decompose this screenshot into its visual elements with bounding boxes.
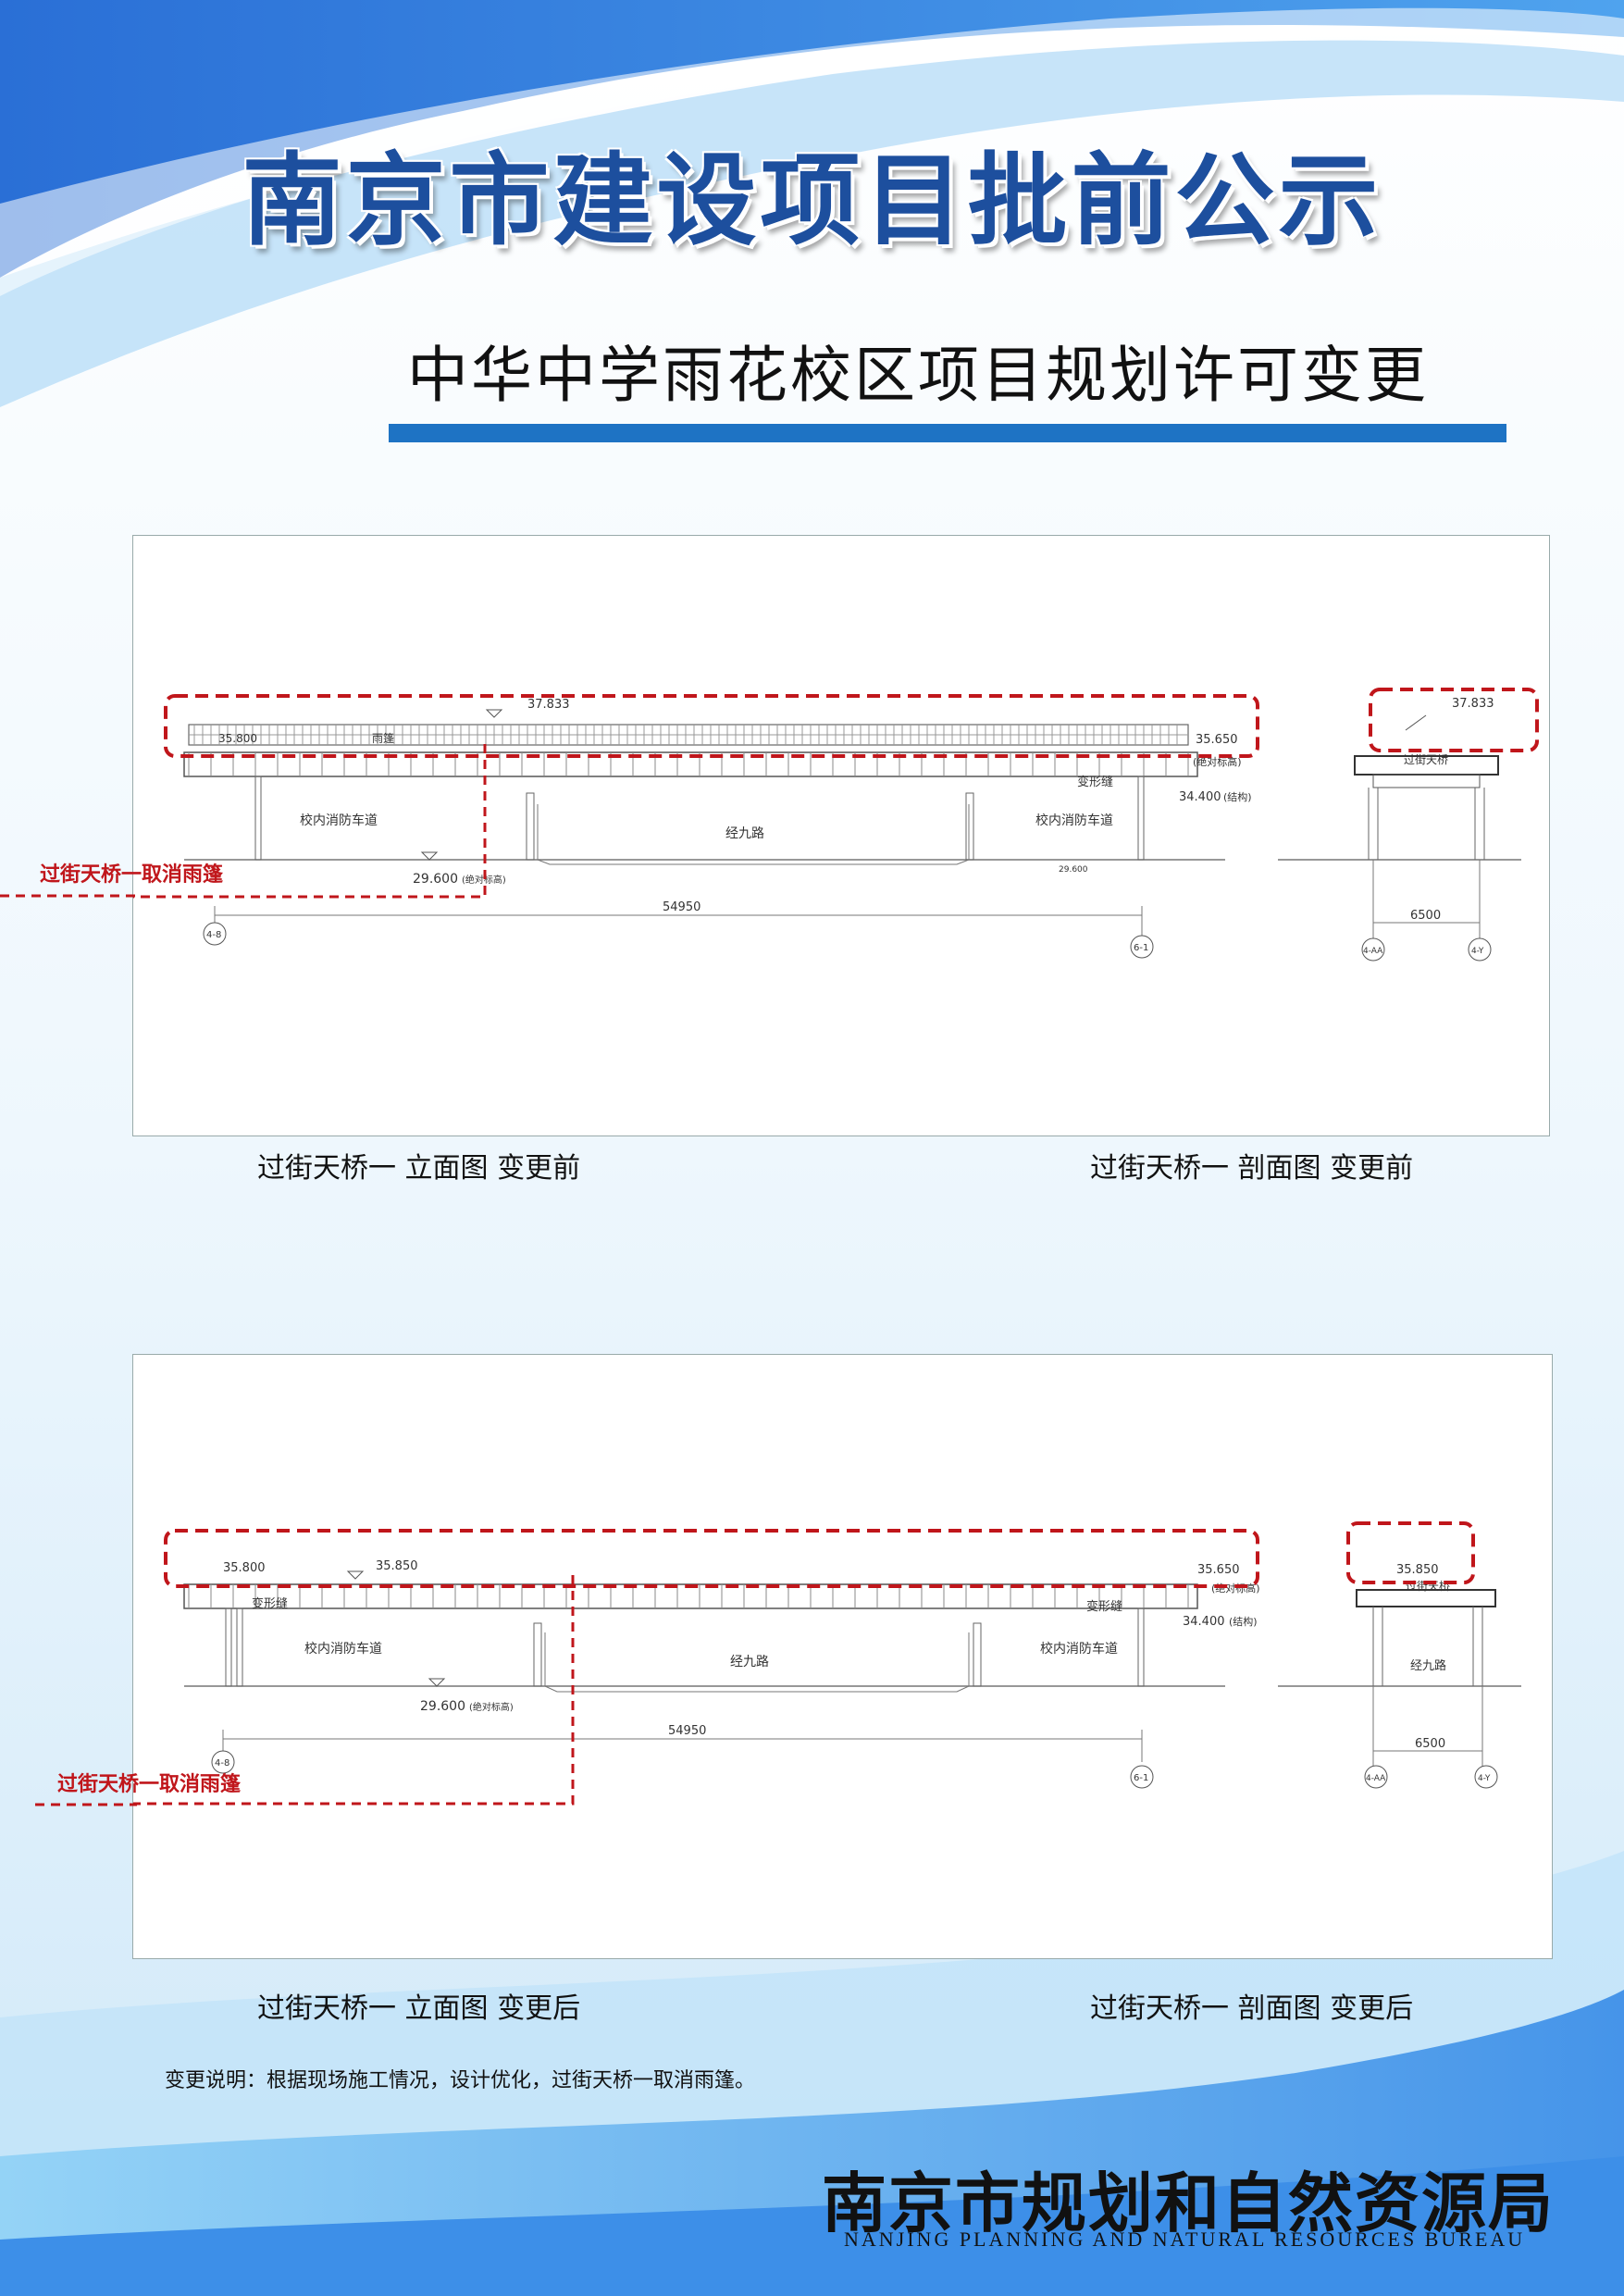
span-dim: 54950	[663, 900, 700, 914]
sec-span-after: 6500	[1415, 1737, 1445, 1751]
elev-right-abs: (绝对标高)	[1193, 755, 1242, 768]
ground-elev: 29.600	[413, 872, 458, 887]
axis-bubble-4-8	[203, 922, 227, 946]
caption-section-after: 过街天桥一 剖面图 变更后	[1090, 1992, 1414, 2025]
ground-abs-after: (绝对标高)	[469, 1701, 514, 1713]
axis-bubble-4-8-after	[211, 1750, 235, 1774]
sec-elev-after: 35.850	[1396, 1563, 1439, 1577]
elev-right-struct: 34.400	[1179, 790, 1221, 804]
joint-label: 变形缝	[1077, 775, 1113, 789]
axis-bubble-6-1-after	[1130, 1765, 1154, 1789]
note-before: 过街天桥一取消雨篷	[40, 863, 224, 887]
axis-bubble-4-aa	[1361, 937, 1385, 962]
main-title: 南京市建设项目批前公示	[242, 143, 1382, 259]
elev-right-struct-after: 34.400	[1183, 1615, 1225, 1629]
axis-bubble-4-aa-after	[1364, 1765, 1388, 1789]
agency-name: 南京市规划和自然资源局	[822, 2165, 1555, 2241]
axis-bubble-4-y-after	[1474, 1765, 1498, 1789]
change-description: 变更说明：根据现场施工情况，设计优化，过街天桥一取消雨篷。	[165, 2069, 756, 2092]
elev-right-after: 35.650	[1197, 1563, 1240, 1577]
caption-section-before: 过街天桥一 剖面图 变更前	[1090, 1152, 1414, 1185]
axis-right-label-after: 6-1	[1134, 1773, 1148, 1783]
axis-left-label: 4-8	[206, 930, 221, 940]
sec-axis-left: 4-AA	[1363, 947, 1383, 956]
axis-right-label: 6-1	[1134, 943, 1148, 953]
sec-elev: 37.833	[1452, 697, 1494, 711]
sec-name-after: 过街天桥	[1406, 1580, 1450, 1593]
ground-small: 29.600	[1059, 865, 1088, 875]
note-after: 过街天桥一取消雨篷	[57, 1773, 242, 1796]
axis-bubble-4-y	[1468, 937, 1492, 962]
elev-left-after: 35.800	[223, 1561, 266, 1575]
agency-name-en: NANJING PLANNING AND NATURAL RESOURCES B…	[844, 2228, 1526, 2251]
sec-axis-right-after: 4-Y	[1478, 1774, 1491, 1783]
sec-road-after: 经九路	[1410, 1658, 1446, 1673]
axis-bubble-6-1	[1130, 935, 1154, 959]
elev-right: 35.650	[1196, 733, 1238, 747]
elev-top: 37.833	[527, 698, 570, 712]
road-right: 校内消防车道	[1035, 813, 1113, 828]
elev-left: 35.800	[218, 732, 257, 745]
title-underline-bar	[389, 424, 1506, 442]
sec-name: 过街天桥	[1404, 753, 1448, 766]
ground-elev-after: 29.600	[420, 1699, 465, 1714]
elev-mid-after: 35.850	[376, 1559, 418, 1573]
road-left: 校内消防车道	[300, 813, 378, 828]
ground-abs: (绝对标高)	[462, 874, 506, 886]
caption-elevation-after: 过街天桥一 立面图 变更后	[257, 1992, 581, 2025]
road-left-after: 校内消防车道	[304, 1641, 382, 1657]
axis-left-label-after: 4-8	[215, 1758, 229, 1769]
drawing-panel-before: 37.833 35.800 雨篷 35.650 (绝对标高) 34.400 (结…	[132, 535, 1550, 1136]
sub-title: 中华中学雨花校区项目规划许可变更	[407, 340, 1429, 411]
sec-span: 6500	[1410, 909, 1441, 923]
struct-note-after: (结构)	[1229, 1615, 1258, 1628]
joint-left-after: 变形缝	[252, 1596, 288, 1611]
joint-right-after: 变形缝	[1086, 1599, 1122, 1614]
span-dim-after: 54950	[668, 1724, 706, 1738]
drawing-panel-after: 35.800 35.850 35.650 (绝对标高) 34.400 (结构) …	[132, 1354, 1553, 1959]
sec-axis-right: 4-Y	[1471, 947, 1484, 956]
leader-after	[35, 1803, 137, 1806]
road-mid-after: 经九路	[730, 1655, 769, 1669]
road-mid: 经九路	[725, 826, 764, 841]
caption-elevation-before: 过街天桥一 立面图 变更前	[257, 1152, 581, 1185]
struct-note: (结构)	[1223, 790, 1252, 803]
leader-before	[0, 894, 139, 898]
sec-axis-left-after: 4-AA	[1366, 1774, 1386, 1783]
rain-label: 雨篷	[372, 731, 394, 745]
road-right-after: 校内消防车道	[1040, 1641, 1118, 1657]
